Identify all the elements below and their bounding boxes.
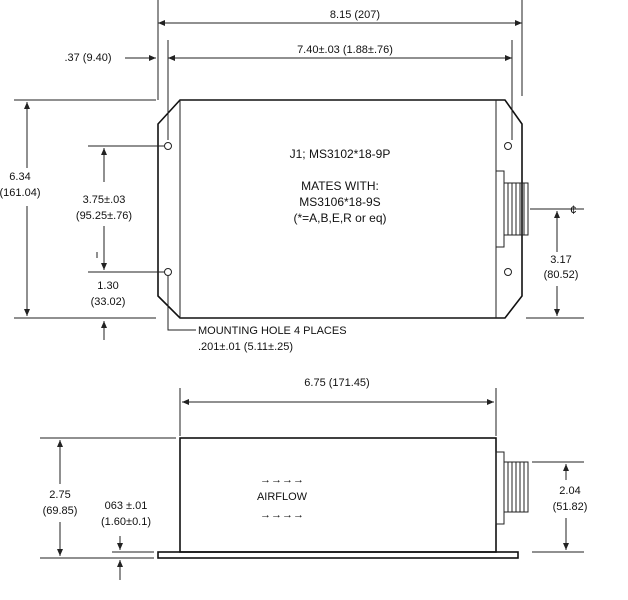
side-view: →→→→ AIRFLOW →→→→ 6.75 (171.45) 2.75 (69… bbox=[40, 377, 587, 580]
dim-connector-offset-mm: (80.52) bbox=[544, 269, 579, 281]
dim-overall-height: 6.34 bbox=[9, 171, 30, 183]
mates-with-label: MATES WITH: bbox=[301, 179, 379, 193]
mounting-hole-top-right bbox=[504, 142, 512, 150]
dim-connector-height-mm: (51.82) bbox=[553, 501, 588, 513]
connector-j1-side bbox=[495, 451, 529, 525]
dim-hole-offset: 1.30 bbox=[97, 280, 118, 292]
dim-edge-to-hole: .37 (9.40) bbox=[64, 52, 111, 64]
mounting-hole-size-label: .201±.01 (5.11±.25) bbox=[198, 341, 293, 353]
dim-hole-spacing-height: 3.75±.03 bbox=[83, 194, 126, 206]
dim-hole-spacing-width: 7.40±.03 (1.88±.76) bbox=[297, 44, 393, 56]
dim-flange-thickness-mm: (1.60±0.1) bbox=[101, 516, 151, 528]
connector-j1-top bbox=[495, 170, 529, 248]
dim-height-mm: (69.85) bbox=[43, 505, 78, 517]
airflow-arrows-top: →→→→ bbox=[260, 474, 304, 486]
dim-connector-offset: 3.17 bbox=[550, 254, 571, 266]
side-base-flange bbox=[157, 551, 519, 559]
top-enclosure-outline bbox=[157, 99, 523, 319]
dim-hole-offset-mm: (33.02) bbox=[91, 296, 126, 308]
connector-label: J1; MS3102*18-9P bbox=[290, 147, 391, 161]
dim-connector-height: 2.04 bbox=[559, 485, 580, 497]
mating-connector-label: MS3106*18-9S bbox=[299, 195, 380, 209]
mounting-hole-bottom-right bbox=[504, 268, 512, 276]
dim-overall-width: 8.15 (207) bbox=[330, 9, 380, 21]
mounting-hole-top-left bbox=[164, 142, 172, 150]
top-view: J1; MS3102*18-9P MATES WITH: MS3106*18-9… bbox=[0, 0, 584, 353]
mounting-hole-label: MOUNTING HOLE 4 PLACES bbox=[198, 325, 347, 337]
mounting-hole-bottom-left bbox=[164, 268, 172, 276]
centerline-symbol: ¢ bbox=[570, 203, 577, 217]
airflow-label: AIRFLOW bbox=[257, 491, 308, 503]
side-enclosure-body bbox=[179, 437, 497, 553]
dim-overall-height-mm: (161.04) bbox=[0, 187, 40, 199]
dim-height: 2.75 bbox=[49, 489, 70, 501]
dim-body-length: 6.75 (171.45) bbox=[304, 377, 369, 389]
mating-variants-label: (*=A,B,E,R or eq) bbox=[293, 211, 386, 225]
airflow-arrows-bottom: →→→→ bbox=[260, 509, 304, 521]
dim-hole-spacing-height-mm: (95.25±.76) bbox=[76, 210, 132, 222]
dim-flange-thickness: 063 ±.01 bbox=[105, 500, 148, 512]
